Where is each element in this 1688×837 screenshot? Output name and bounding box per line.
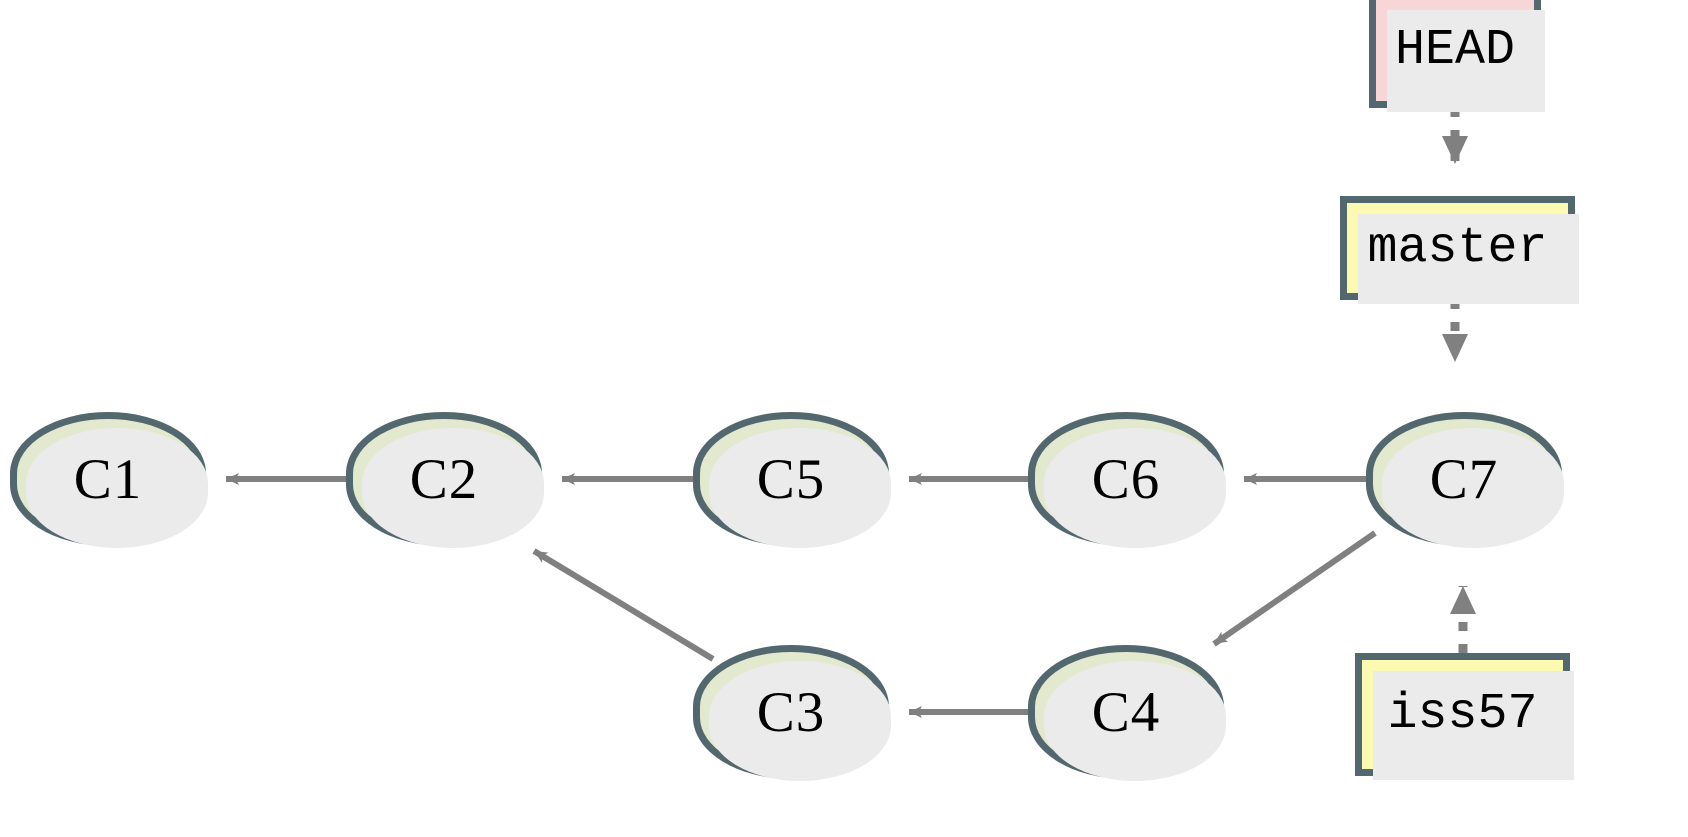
node-shadow — [1044, 428, 1226, 548]
node-shadow — [1382, 428, 1564, 548]
node-shadow — [709, 428, 891, 548]
node-shadow — [709, 661, 891, 781]
commit-node-c6[interactable]: C6 — [1028, 412, 1226, 548]
ref-box-iss57[interactable]: iss57 — [1355, 653, 1574, 780]
commit-label: C1 — [73, 447, 143, 511]
node-shadow — [362, 428, 544, 548]
node-shadow — [1358, 214, 1579, 304]
commit-node-c5[interactable]: C5 — [693, 412, 891, 548]
commit-label: C3 — [756, 680, 826, 744]
node-shadow — [1044, 661, 1226, 781]
commit-label: C5 — [756, 447, 826, 511]
edge-c7-to-c4 — [1212, 530, 1377, 647]
ref-label: master — [1367, 219, 1548, 277]
commit-label: C7 — [1429, 447, 1499, 511]
node-shadow — [1373, 671, 1574, 780]
commit-node-c7[interactable]: C7 — [1366, 412, 1564, 548]
node-shadow — [26, 428, 208, 548]
edge-c3-to-c2 — [532, 548, 715, 662]
commit-label: C4 — [1091, 680, 1161, 744]
commit-node-c4[interactable]: C4 — [1028, 645, 1226, 781]
ref-label: HEAD — [1394, 21, 1516, 79]
node-shadow — [1387, 10, 1545, 112]
commit-node-c3[interactable]: C3 — [693, 645, 891, 781]
ref-box-head[interactable]: HEAD — [1369, 0, 1545, 112]
commit-label: C6 — [1091, 447, 1161, 511]
commit-node-c1[interactable]: C1 — [10, 412, 208, 548]
ref-box-master[interactable]: master — [1340, 196, 1579, 304]
ref-label: iss57 — [1387, 686, 1538, 743]
commit-label: C2 — [409, 447, 479, 511]
commit-node-c2[interactable]: C2 — [346, 412, 544, 548]
